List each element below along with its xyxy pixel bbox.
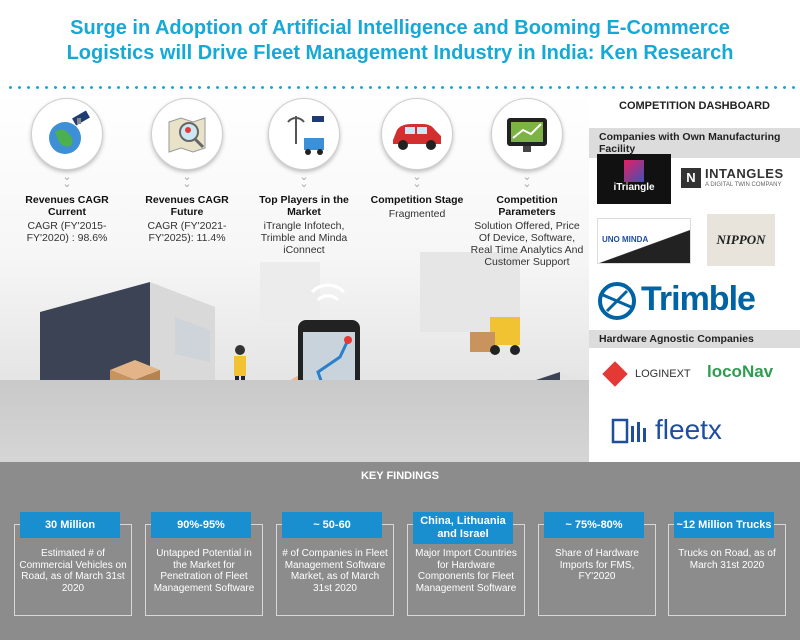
loginext-logo-text: LOGINEXT — [635, 368, 691, 380]
param-text: CAGR (FY'2015-FY'2020) : 98.6% — [26, 220, 108, 244]
page-title: Surge in Adoption of Artificial Intellig… — [0, 16, 800, 66]
finding-card: 30 Million Estimated # of Commercial Veh… — [14, 512, 132, 616]
finding-value: 30 Million — [20, 512, 120, 538]
itriangle-logo-text: iTriangle — [613, 182, 655, 193]
param-title: Revenues CAGR Future — [145, 194, 229, 218]
trimble-globe-icon — [598, 282, 636, 320]
intangles-mark-icon: N — [681, 168, 701, 188]
param-text: Solution Offered, Price Of Device, Softw… — [470, 220, 584, 268]
trimble-logo: Trimble — [597, 278, 793, 324]
intangles-logo: N INTANGLES A DIGITAL TWIN COMPANY — [681, 166, 793, 192]
dotted-divider — [6, 86, 796, 89]
fleetx-truck-icon — [611, 418, 646, 444]
itriangle-mark-icon — [624, 160, 644, 182]
finding-value: China, Lithuania and Israel — [413, 512, 513, 544]
nippon-logo: NIPPON — [707, 214, 775, 266]
chevron-down-icon: ⌄⌄ — [522, 171, 532, 190]
competition-dashboard: COMPETITION DASHBOARD Companies with Own… — [589, 92, 800, 465]
finding-value: ~ 75%-80% — [544, 512, 644, 538]
loginext-logo: LOGINEXT — [602, 361, 703, 388]
dashboard-title: COMPETITION DASHBOARD — [619, 100, 770, 112]
chevron-down-icon: ⌄⌄ — [412, 171, 422, 190]
fleetx-logo: fleetx — [611, 412, 781, 452]
gps-device-icon — [491, 98, 563, 170]
title-line-1: Surge in Adoption of Artificial Intellig… — [70, 17, 730, 39]
finding-value: 90%-95% — [151, 512, 251, 538]
finding-description: Trucks on Road, as of March 31st 2020 — [678, 548, 776, 571]
globe-satellite-icon — [31, 98, 103, 170]
key-findings-title: KEY FINDINGS — [360, 470, 440, 482]
trimble-logo-text: Trimble — [641, 280, 756, 318]
key-findings-panel — [0, 462, 800, 640]
param-title: Competition Stage — [370, 194, 464, 206]
loginext-mark-icon — [602, 361, 628, 387]
finding-description: Share of Hardware Imports for FMS, FY'20… — [555, 548, 639, 582]
title-line-2: Logistics will Drive Fleet Management In… — [66, 42, 734, 64]
finding-description: Untapped Potential in the Market for Pen… — [153, 548, 255, 594]
tower-truck-icon — [268, 98, 340, 170]
nippon-logo-text: NIPPON — [716, 232, 766, 247]
dashboard-section-own-manufacturing: Companies with Own Manufacturing Facilit… — [589, 128, 800, 158]
chevron-down-icon: ⌄⌄ — [62, 171, 72, 190]
finding-card: ~ 50-60 # of Companies in Fleet Manageme… — [276, 512, 394, 616]
param-competition-stage: ⌄⌄ Competition Stage Fragmented — [358, 98, 476, 220]
itriangle-logo: iTriangle — [597, 154, 671, 204]
dashboard-section-hardware-agnostic: Hardware Agnostic Companies — [589, 330, 800, 348]
param-text: CAGR (FY'2021-FY'2025): 11.4% — [147, 220, 227, 244]
fleetx-logo-text: fleetx — [655, 414, 722, 445]
unominda-logo-text: UNO MINDA — [602, 235, 649, 244]
finding-card: ~12 Million Trucks Trucks on Road, as of… — [668, 512, 786, 616]
chevron-down-icon: ⌄⌄ — [299, 171, 309, 190]
loconav-logo: locoNav — [707, 362, 774, 381]
finding-card: 90%-95% Untapped Potential in the Market… — [145, 512, 263, 616]
finding-value: ~12 Million Trucks — [674, 512, 774, 538]
finding-card: ~ 75%-80% Share of Hardware Imports for … — [538, 512, 656, 616]
param-text: iTrangle Infotech, Trimble and Minda iCo… — [260, 220, 348, 256]
finding-description: Estimated # of Commercial Vehicles on Ro… — [19, 548, 127, 594]
param-revenue-cagr-future: ⌄⌄ Revenues CAGR Future CAGR (FY'2021-FY… — [128, 98, 246, 244]
finding-description: Major Import Countries for Hardware Comp… — [415, 548, 517, 594]
intangles-tagline: A DIGITAL TWIN COMPANY — [705, 182, 782, 188]
finding-value: ~ 50-60 — [282, 512, 382, 538]
red-car-icon — [381, 98, 453, 170]
unominda-swoosh-icon — [598, 219, 690, 263]
map-magnifier-icon — [151, 98, 223, 170]
unominda-logo: UNO MINDA — [597, 218, 691, 264]
finding-card: China, Lithuania and Israel Major Import… — [407, 512, 525, 616]
param-text: Fragmented — [388, 208, 446, 220]
chevron-down-icon: ⌄⌄ — [182, 171, 192, 190]
intangles-logo-text: INTANGLES — [705, 166, 784, 181]
finding-description: # of Companies in Fleet Management Softw… — [282, 548, 388, 594]
